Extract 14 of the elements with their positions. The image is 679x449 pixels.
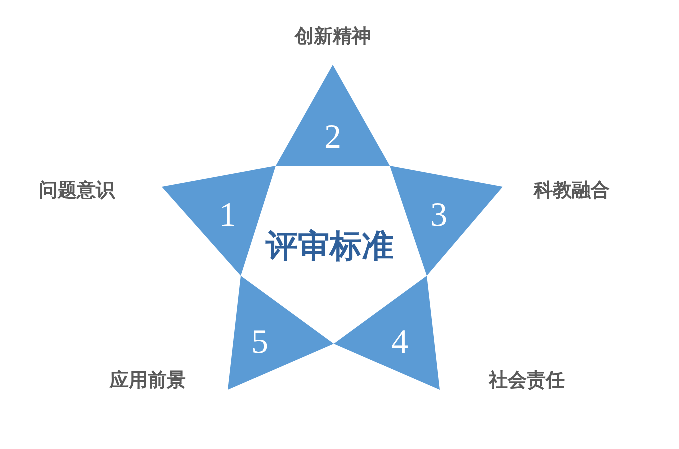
- triangle: [334, 276, 440, 390]
- center-title: 评审标准: [266, 230, 394, 262]
- number-label: 1: [220, 199, 236, 233]
- category-label: 社会责任: [489, 372, 565, 390]
- triangle: [228, 276, 334, 390]
- category-label: 创新精神: [295, 28, 371, 46]
- number-label: 3: [430, 199, 448, 233]
- category-label: 科教融合: [534, 182, 610, 200]
- triangle: [276, 65, 390, 166]
- number-label: 4: [392, 326, 408, 360]
- number-label: 2: [324, 121, 342, 155]
- number-label: 5: [252, 326, 268, 360]
- category-label: 应用前景: [110, 372, 186, 390]
- category-label: 问题意识: [39, 182, 115, 200]
